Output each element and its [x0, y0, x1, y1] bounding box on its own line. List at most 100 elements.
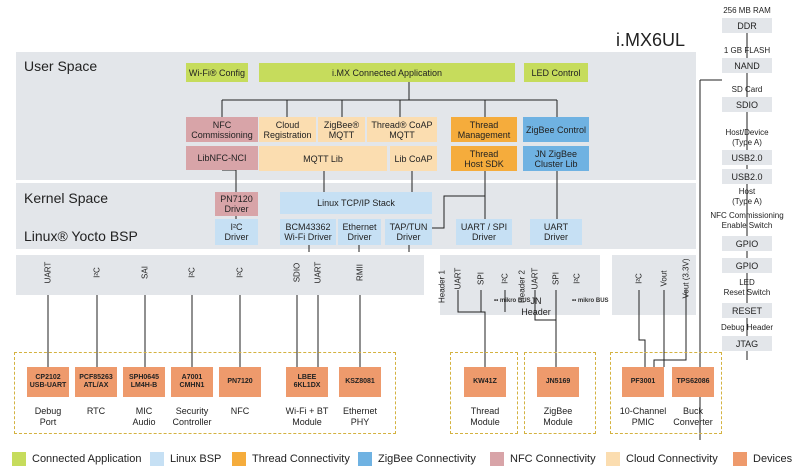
legend-cloud: Cloud Connectivity — [606, 452, 718, 466]
devices-group-zigbee — [524, 352, 596, 434]
gpio-box-2: GPIO — [722, 258, 772, 273]
nfc-commissioning-box: NFC Commissioning — [186, 117, 258, 142]
caption-zigbee-module: ZigBee Module — [543, 406, 573, 427]
caption-ethernet-phy: Ethernet PHY — [342, 406, 378, 427]
cp2102-device: CP2102 USB-UART — [27, 367, 69, 397]
signal-uart-4: UART — [530, 267, 540, 290]
nfc-switch-label: NFC Commissioning Enable Switch — [710, 211, 784, 230]
jn-header-label: JN Header — [521, 296, 551, 317]
caption-nfc: NFC — [230, 406, 250, 416]
signal-uart-1: UART — [43, 261, 53, 284]
bcm-wifi-driver-box: BCM43362 Wi-Fi Driver — [280, 219, 336, 245]
pcf85263-device: PCF85263 ATL/AX — [75, 367, 117, 397]
legend-linux-bsp: Linux BSP — [150, 452, 221, 466]
legend-label: Linux BSP — [170, 453, 222, 465]
usb-host-label: Host (Type A) — [732, 187, 762, 206]
uart-spi-driver-box: UART / SPI Driver — [456, 219, 512, 245]
signal-strip-middle — [440, 255, 600, 315]
usb2-box-2: USB2.0 — [722, 169, 772, 184]
taptun-driver-box: TAP/TUN Driver — [385, 219, 432, 245]
signal-i2c-4: I²C — [500, 273, 510, 284]
legend-swatch — [358, 452, 372, 466]
ram-label: 256 MB RAM — [723, 6, 771, 15]
legend-label: Thread Connectivity — [252, 453, 350, 465]
zigbee-control-box: ZigBee Control — [523, 117, 589, 142]
caption-security: Security Controller — [172, 406, 212, 427]
jtag-box: JTAG — [722, 336, 772, 351]
legend-label: Cloud Connectivity — [626, 453, 718, 465]
legend-devices: Devices — [733, 452, 792, 466]
thread-host-sdk-box: Thread Host SDK — [451, 146, 517, 171]
signal-i2c-6: I²C — [634, 273, 644, 284]
mikrobus-icon-1: •• mikro BUS — [494, 298, 531, 304]
caption-mic-audio: MIC Audio — [132, 406, 156, 427]
caption-thread-module: Thread Module — [470, 406, 500, 427]
ddr-box: DDR — [722, 18, 772, 33]
devices-group-power — [610, 352, 722, 434]
a7001-device: A7001 CMHN1 — [171, 367, 213, 397]
signal-header1: Header 1 — [437, 270, 447, 303]
caption-rtc: RTC — [86, 406, 106, 416]
kernel-space-title: Kernel Space — [24, 190, 109, 206]
legend-swatch — [490, 452, 504, 466]
signal-rmii: RMII — [355, 264, 365, 281]
libnfc-box: LibNFC-NCI — [186, 146, 258, 170]
legend-label: Devices — [753, 453, 793, 465]
devices-group-left — [14, 352, 396, 434]
signal-vout: Vout — [659, 270, 669, 287]
debug-header-label: Debug Header — [720, 323, 774, 332]
jn5169-device: JN5169 — [537, 367, 579, 397]
legend-nfc: NFC Connectivity — [490, 452, 596, 466]
led-reset-label: LED Reset Switch — [723, 278, 771, 297]
legend-zigbee: ZigBee Connectivity — [358, 452, 476, 466]
legend-swatch — [606, 452, 620, 466]
legend-label: ZigBee Connectivity — [378, 453, 476, 465]
cloud-registration-box: Cloud Registration — [259, 117, 316, 142]
caption-buck: Buck Converter — [673, 406, 713, 427]
nand-box: NAND — [722, 58, 772, 73]
zigbee-mqtt-box: ZigBee® MQTT — [318, 117, 365, 142]
legend-label: Connected Application — [32, 453, 142, 465]
legend-label: NFC Connectivity — [510, 453, 596, 465]
gpio-box-1: GPIO — [722, 236, 772, 251]
signal-uart-3: UART — [453, 267, 463, 290]
jn-zigbee-lib-box: JN ZigBee Cluster Lib — [523, 146, 589, 171]
wifi-config-box: Wi-Fi® Config — [186, 63, 248, 82]
ethernet-driver-box: Ethernet Driver — [338, 219, 381, 245]
signal-strip-right — [612, 255, 696, 315]
pn7120-driver-box: PN7120 Driver — [215, 192, 258, 216]
tps62086-device: TPS62086 — [672, 367, 714, 397]
signal-i2c-1: I²C — [92, 267, 102, 278]
uart-driver-box: UART Driver — [530, 219, 582, 245]
sdio-box: SDIO — [722, 97, 772, 112]
legend-swatch — [12, 452, 26, 466]
devices-group-thread — [450, 352, 518, 434]
signal-sdio: SDIO — [292, 262, 302, 283]
legend-swatch — [733, 452, 747, 466]
i2c-driver-box: I²C Driver — [215, 219, 258, 245]
caption-pmic: 10-Channel PMIC — [619, 406, 667, 427]
legend-swatch — [150, 452, 164, 466]
legend-connected-app: Connected Application — [12, 452, 141, 466]
caption-debug-port: Debug Port — [34, 406, 62, 427]
signal-uart-2: UART — [313, 261, 323, 284]
signal-strip-left — [16, 255, 424, 295]
legend-thread: Thread Connectivity — [232, 452, 350, 466]
signal-spi-2: SPI — [551, 272, 561, 285]
mikrobus-icon-2: •• mikro BUS — [572, 298, 609, 304]
flash-label: 1 GB FLASH — [723, 46, 771, 55]
signal-i2c-3: I²C — [235, 267, 245, 278]
thread-management-box: Thread Management — [451, 117, 517, 142]
usb2-box-1: USB2.0 — [722, 150, 772, 165]
pf3001-device: PF3001 — [622, 367, 664, 397]
sph0645-device: SPH0645 LM4H-B — [123, 367, 165, 397]
mikrobus-label-2: mikro BUS — [577, 298, 609, 304]
lbee-device: LBEE 6KL1DX — [286, 367, 328, 397]
mikrobus-label-1: mikro BUS — [499, 298, 531, 304]
signal-spi-1: SPI — [476, 272, 486, 285]
kw41z-device: KW41Z — [464, 367, 506, 397]
mqtt-lib-box: MQTT Lib — [259, 146, 387, 171]
tcpip-stack-box: Linux TCP/IP Stack — [280, 192, 432, 214]
sd-card-label: SD Card — [731, 85, 763, 94]
signal-i2c-5: I²C — [572, 273, 582, 284]
